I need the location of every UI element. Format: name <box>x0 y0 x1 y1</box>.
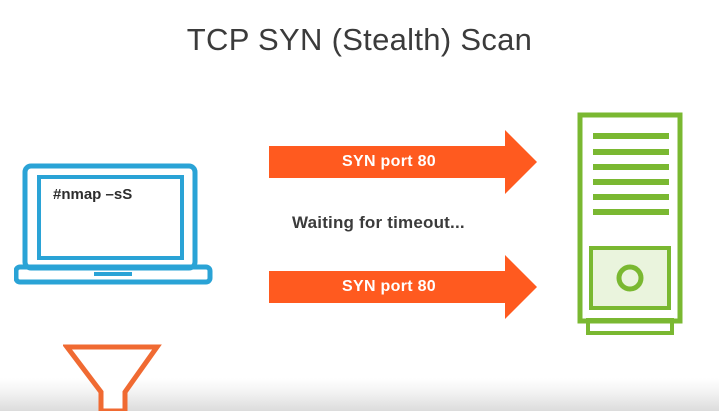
funnel-icon <box>61 344 163 414</box>
syn-packet-arrow-2: SYN port 80 <box>269 255 539 319</box>
server-icon <box>576 111 684 335</box>
waiting-status: Waiting for timeout... <box>292 213 465 232</box>
laptop-icon <box>13 160 214 286</box>
syn-packet-label-1: SYN port 80 <box>342 153 436 170</box>
syn-packet-arrow-1: SYN port 80 <box>269 130 539 194</box>
slide-title: TCP SYN (Stealth) Scan <box>186 22 533 57</box>
terminal-command: #nmap –sS <box>53 186 133 203</box>
syn-packet-label-2: SYN port 80 <box>342 278 436 295</box>
